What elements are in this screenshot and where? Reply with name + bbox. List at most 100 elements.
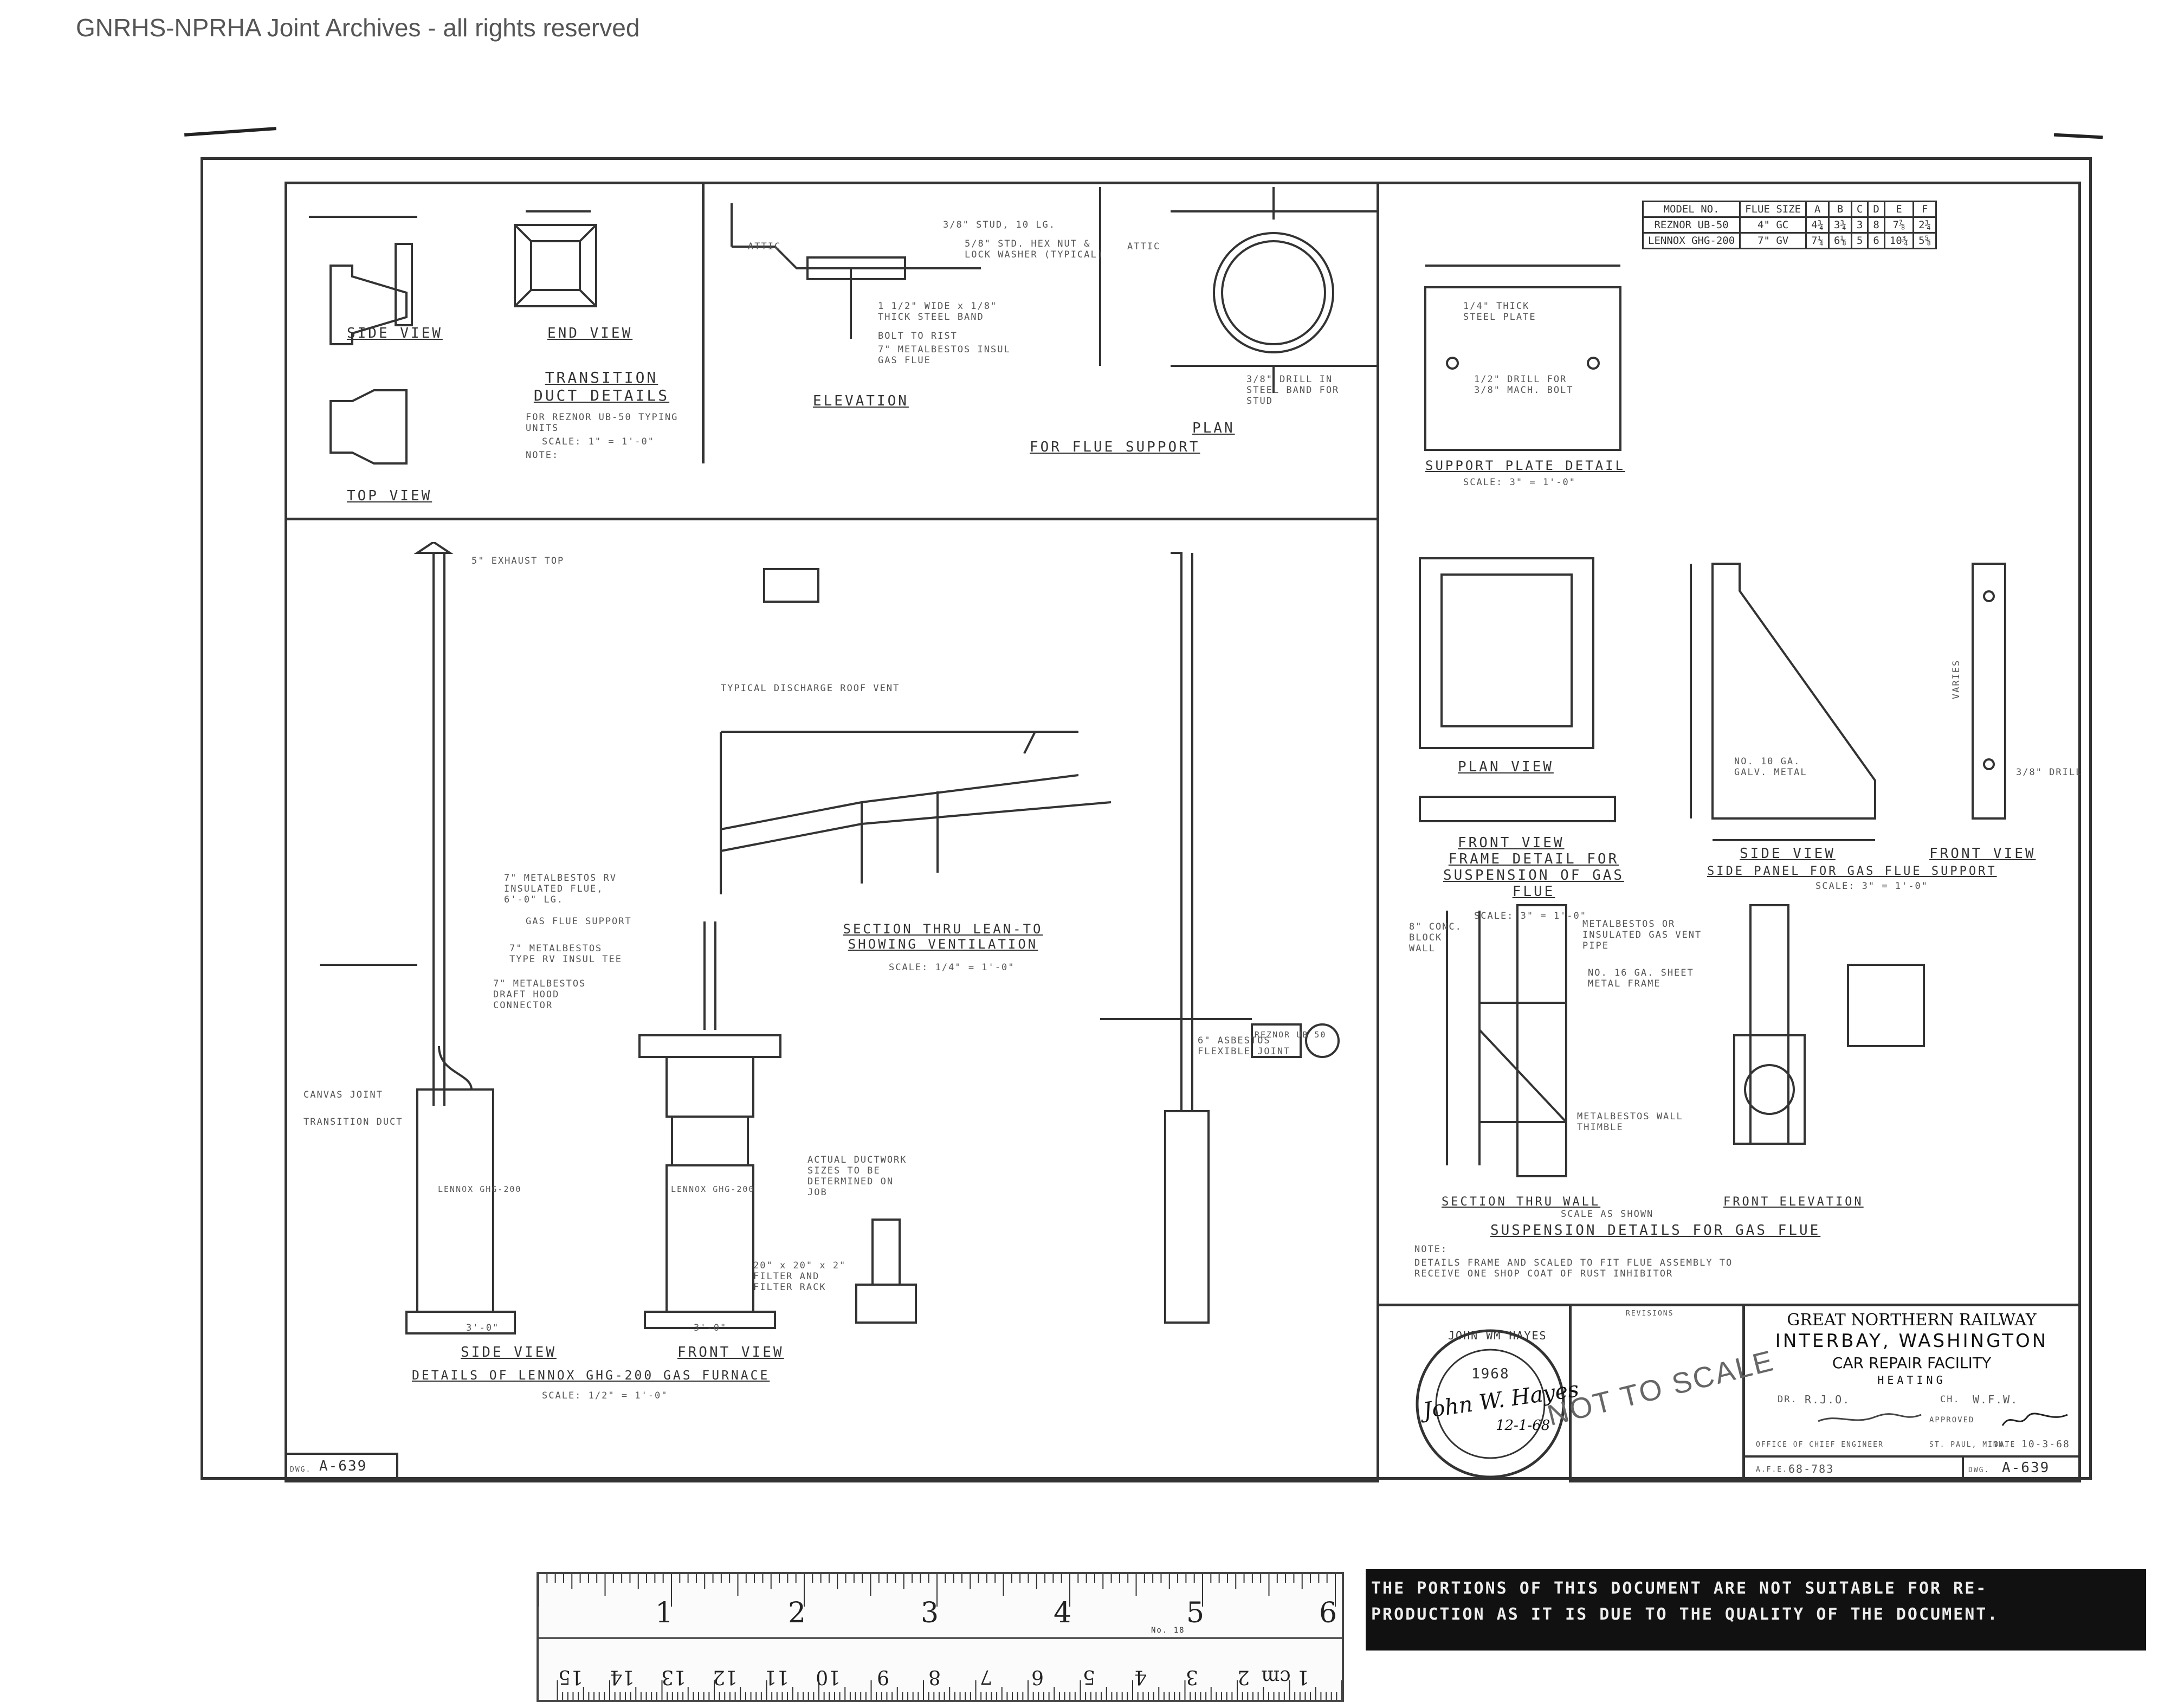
corner-dwg-box: DWG. A-639 <box>285 1453 398 1480</box>
furnace-note-support: GAS FLUE SUPPORT <box>526 916 632 927</box>
drawn-by: R.J.O. <box>1805 1393 1851 1406</box>
flue-note-5: 7" METALBESTOS INSUL GAS FLUE <box>878 344 1011 366</box>
suspension-front-label: FRONT ELEVATION <box>1723 1195 1864 1209</box>
table-header-row: MODEL NO. FLUE SIZE A B C D E F <box>1642 201 1937 218</box>
corner-dwg-number: A-639 <box>319 1458 367 1474</box>
dwg-no-label: DWG. <box>1968 1466 1990 1474</box>
notice-line-1: THE PORTIONS OF THIS DOCUMENT ARE NOT SU… <box>1371 1579 1988 1598</box>
title-block-divider <box>1745 1455 2078 1458</box>
table-cell: LENNOX GHG-200 <box>1642 232 1741 249</box>
side-panel-scale: SCALE: 3" = 1'-0" <box>1815 881 1928 892</box>
ruler-inch-3: 3 <box>921 1597 939 1629</box>
furnace-unit-side: LENNOX GHG-200 <box>438 1184 522 1194</box>
suspension-title: SUSPENSION DETAILS FOR GAS FLUE <box>1490 1222 1821 1239</box>
flue-support-drawings <box>731 187 1377 393</box>
attic-label-left: ATTIC <box>748 241 781 252</box>
ruler-cm-12: 12 <box>713 1666 738 1688</box>
furnace-note-ductwork: ACTUAL DUCTWORK SIZES TO BE DETERMINED O… <box>807 1155 907 1198</box>
ruler-cm-15: 15 <box>558 1666 583 1688</box>
frame-detail-title: FRAME DETAIL FOR SUSPENSION OF GAS FLUE <box>1443 851 1625 900</box>
ruler-cm-10: 10 <box>816 1666 841 1688</box>
table-cell: 10¾ <box>1883 232 1915 249</box>
ventilation-typical-label: TYPICAL DISCHARGE ROOF VENT <box>721 683 900 694</box>
afe-label: A.F.E. <box>1756 1466 1788 1474</box>
table-cell: 5⅝ <box>1912 232 1937 249</box>
dwg-no-value: A-639 <box>2002 1460 2050 1476</box>
ventilation-title: SECTION THRU LEAN-TO SHOWING VENTILATION <box>843 921 1043 952</box>
side-panel-note-3: VARIES <box>1951 659 1962 699</box>
ventilation-section-drawing <box>720 568 1112 894</box>
table-header-cell: B <box>1828 201 1852 218</box>
plan-label: PLAN <box>1192 420 1235 436</box>
side-view-label: SIDE VIEW <box>347 325 443 341</box>
side-panel-title: SIDE PANEL FOR GAS FLUE SUPPORT <box>1707 865 1997 878</box>
elevation-label: ELEVATION <box>813 393 909 409</box>
table-row: REZNOR UB-50 4" GC 4¾ 3¾ 3 8 7⅞ 2¾ <box>1642 216 1937 234</box>
frame-front-view-label: FRONT VIEW <box>1458 835 1565 851</box>
ruler-cm-1: 1 cm <box>1261 1666 1309 1688</box>
engineer-seal <box>1416 1329 1565 1479</box>
table-cell: 7¼ <box>1805 232 1830 249</box>
ruler-model-text: No. 18 <box>1151 1626 1185 1635</box>
approval-signature <box>2001 1413 2068 1426</box>
ruler-cm-14: 14 <box>610 1666 635 1688</box>
sheet-edge-mark-left <box>184 127 277 137</box>
suspension-section-label: SECTION THRU WALL <box>1442 1195 1601 1209</box>
table-cell: 6 <box>1867 232 1885 249</box>
flue-note-4: BOLT TO RIST <box>878 331 958 341</box>
sheet-edge-mark-right <box>2053 133 2103 139</box>
ruler-cm-4: 4 <box>1134 1666 1147 1688</box>
measuring-ruler: 1 2 3 4 5 6 No. 18 1 cm 2 3 4 5 6 7 8 9 … <box>537 1572 1344 1702</box>
support-plate-note-2: 1/2" DRILL FOR 3/8" MACH. BOLT <box>1474 374 1574 396</box>
ruler-cm-8: 8 <box>928 1666 941 1688</box>
ruler-inch-6: 6 <box>1319 1597 1337 1629</box>
furnace-note-draft: 7" METALBESTOS DRAFT HOOD CONNECTOR <box>493 978 586 1011</box>
ruler-cm-7: 7 <box>980 1666 992 1688</box>
seal-year: 1968 <box>1471 1366 1510 1382</box>
table-cell: 3 <box>1850 216 1869 234</box>
furnace-front-view-label: FRONT VIEW <box>677 1344 784 1361</box>
furnace-side-view-label: SIDE VIEW <box>461 1344 557 1361</box>
ruler-cm-9: 9 <box>877 1666 889 1688</box>
flue-note-3: 1 1/2" WIDE x 1/8" THICK STEEL BAND <box>878 301 998 323</box>
divider-transition <box>702 182 705 463</box>
attic-label-right: ATTIC <box>1127 241 1161 252</box>
side-panel-note-1: NO. 10 GA. GALV. METAL <box>1734 756 1807 778</box>
checker-signature <box>1818 1413 1922 1422</box>
furnace-note-transition: TRANSITION DUCT <box>303 1117 403 1127</box>
dwg-no-box: DWG. A-639 <box>1962 1458 2080 1480</box>
furnace-note-flexible: 6" ASBESTOS FLEXIBLE JOINT <box>1198 1035 1291 1057</box>
ruler-inch-5: 5 <box>1186 1597 1205 1629</box>
flue-note-1: 3/8" STUD, 10 LG. <box>943 220 1056 230</box>
side-panel-note-2: 3/8" DRILL <box>2016 767 2083 778</box>
transition-title: TRANSITION DUCT DETAILS <box>533 369 670 404</box>
title-location: INTERBAY, WASHINGTON <box>1775 1330 2049 1352</box>
table-cell: REZNOR UB-50 <box>1642 216 1741 234</box>
table-cell: 4" GC <box>1739 216 1807 234</box>
seal-ring-text: JOHN WM HAYES <box>1448 1329 1547 1342</box>
flue-note-6: 3/8" DRILL IN STEEL BAND FOR STUD <box>1246 374 1340 407</box>
suspension-bottom-note: DETAILS FRAME AND SCALED TO FIT FLUE ASS… <box>1414 1258 1733 1279</box>
table-header-cell: A <box>1805 201 1830 218</box>
table-header-cell: MODEL NO. <box>1642 201 1741 218</box>
notice-line-2: PRODUCTION AS IT IS DUE TO THE QUALITY O… <box>1371 1605 1999 1624</box>
transition-for-units: FOR REZNOR UB-50 TYPING UNITS <box>526 412 679 434</box>
suspension-note-3: 8" CONC. BLOCK WALL <box>1409 921 1462 954</box>
title-block: GREAT NORTHERN RAILWAY INTERBAY, WASHING… <box>1742 1304 2081 1482</box>
table-header-cell: F <box>1912 201 1937 218</box>
end-view-label: END VIEW <box>547 325 633 341</box>
ruler-inch-2: 2 <box>788 1597 806 1629</box>
furnace-note-canvas: CANVAS JOINT <box>303 1089 383 1100</box>
afe-value: 68-783 <box>1788 1462 1834 1475</box>
support-plate-note-1: 1/4" THICK STEEL PLATE <box>1463 301 1536 323</box>
table-cell: 8 <box>1867 216 1885 234</box>
table-cell: 6⅛ <box>1828 232 1852 249</box>
furnace-note-filter: 20" x 20" x 2" FILTER AND FILTER RACK <box>753 1260 847 1293</box>
side-panel-side-view-label: SIDE VIEW <box>1740 846 1836 862</box>
suspension-scale: SCALE AS SHOWN <box>1561 1209 1654 1220</box>
frame-detail-scale: SCALE: 3" = 1'-0" <box>1474 911 1587 921</box>
ruler-cm-13: 13 <box>661 1666 686 1688</box>
furnace-unit-front: LENNOX GHG-200 <box>671 1184 755 1194</box>
date-value: 10-3-68 <box>2021 1439 2070 1450</box>
top-view-label: TOP VIEW <box>347 488 432 504</box>
